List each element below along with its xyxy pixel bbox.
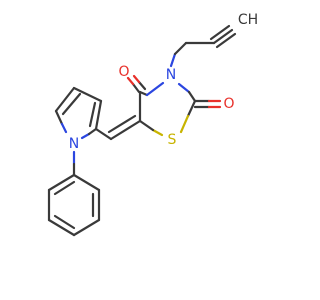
bond-pyr-c4-c5: [54, 86, 76, 113]
bond-c4-o: [131, 82, 141, 94]
bond-ph-4-double: [53, 214, 76, 230]
bond-pyr-c5-n-blue: [60, 122, 68, 134]
phenyl-ring: [47, 173, 101, 237]
bond-pyr-n-c2: [87, 127, 98, 136]
bond-pyr-c2-c3-double: [88, 101, 97, 128]
carbonyl-c4: [126, 74, 147, 94]
bond-c2-s1: [186, 99, 197, 118]
bond-s1-c5: [138, 119, 155, 132]
carbonyl-c2: [193, 99, 222, 109]
bond-ph-4: [47, 218, 76, 237]
atom-s1: S: [168, 132, 177, 148]
bond-c4-n3: [138, 90, 149, 97]
bond-c2-s1-yellow: [179, 114, 190, 134]
bond-c4-n3-blue: [145, 81, 165, 97]
bond-ph-1: [72, 173, 101, 192]
bond-ph-6: [47, 173, 76, 192]
bond-n3-c2: [187, 90, 197, 103]
pyrrole-ring: [54, 86, 103, 140]
bond-c5-ch: [109, 119, 142, 141]
bond-pyr-n-c2-blue: [80, 132, 91, 140]
bond-pyr-c4-c5-double: [61, 92, 82, 116]
bond-triple-1: [212, 28, 234, 45]
bond-c4-o-red: [126, 76, 135, 86]
propargyl-chain: [169, 24, 237, 68]
structure-canvas: O O N S N CH: [47, 12, 258, 237]
atom-terminal-ch: CH: [238, 12, 258, 28]
bond-c4-o-double-red: [132, 74, 141, 84]
bond-c5-ch-double: [107, 114, 137, 134]
bond-n3-ch2: [173, 41, 188, 56]
thiazolidinedione-ring: [138, 81, 197, 137]
bond-pyr-c5-n: [54, 109, 64, 126]
bond-triple-2: [209, 24, 231, 41]
exocyclic-double-bond: [94, 114, 142, 141]
atom-o-c2: O: [223, 96, 234, 112]
atom-n3: N: [166, 67, 176, 83]
bond-c4-o-double: [137, 80, 147, 91]
atom-n-pyrrole: N: [69, 136, 79, 152]
bond-s1-c5-yellow: [151, 128, 164, 137]
bond-pyr-c2-c3: [94, 99, 103, 131]
bond-triple-3: [215, 32, 237, 49]
bond-pyr-c3-c4: [72, 86, 103, 103]
bond-n3-ch2-blue: [169, 52, 177, 68]
atom-o-c4: O: [118, 64, 129, 80]
bond-ph-3: [72, 218, 101, 237]
bond-ph-6-double: [53, 180, 76, 196]
bond-ch-c2pyrrole: [94, 127, 113, 141]
bond-n3-c2-blue: [177, 82, 191, 94]
molecule-diagram: O O N S N CH: [47, 12, 258, 237]
